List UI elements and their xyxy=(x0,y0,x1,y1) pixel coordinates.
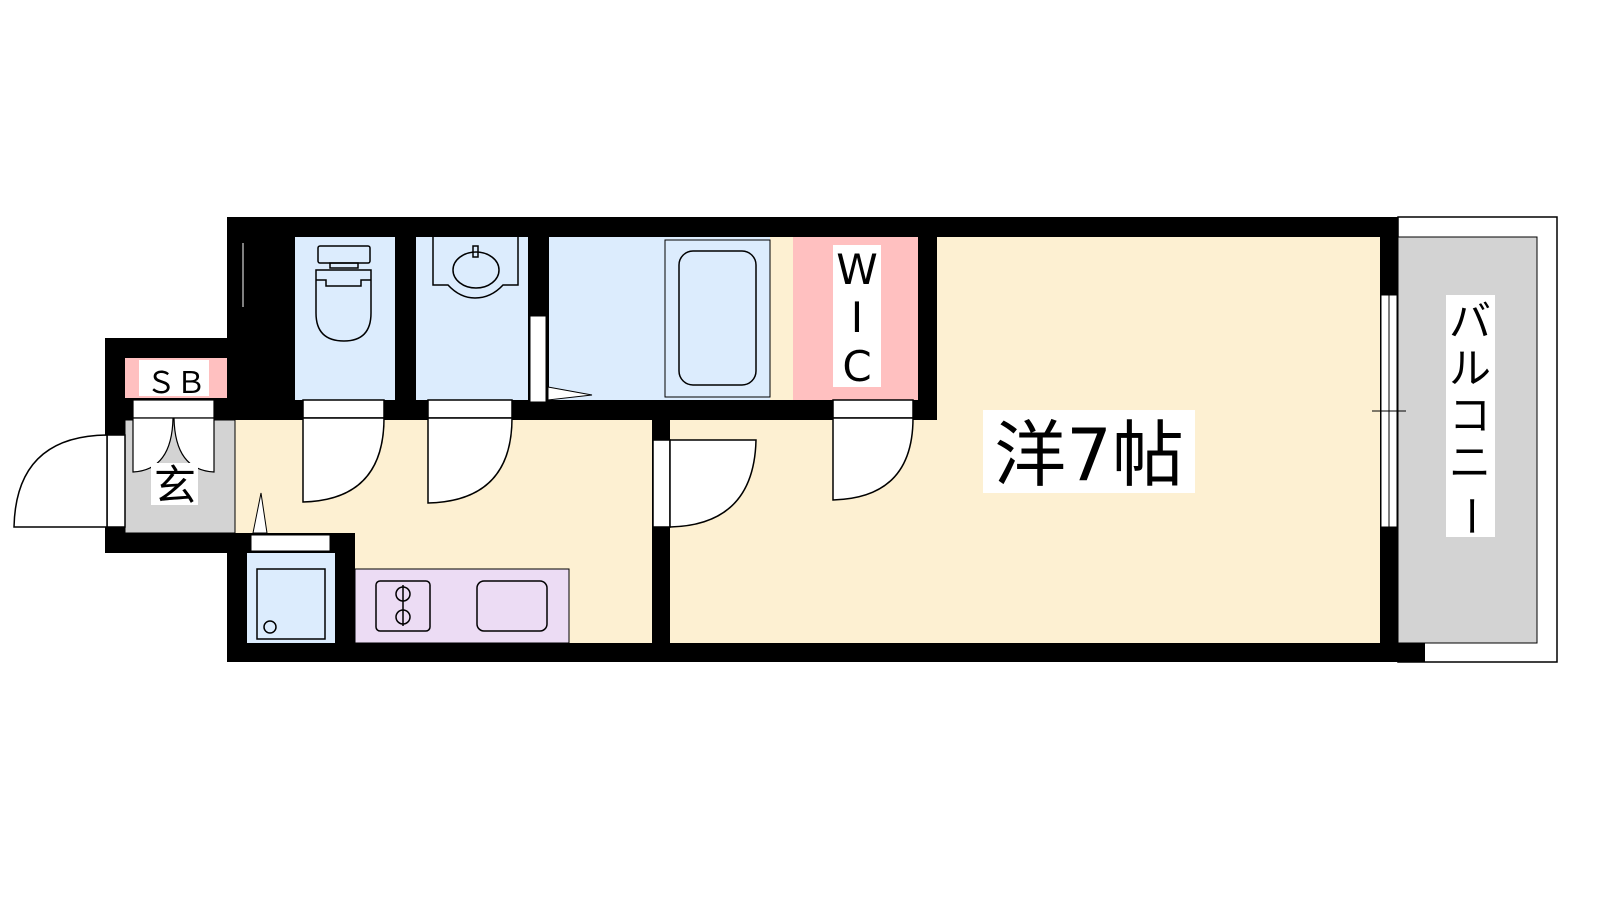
kitchen-counter xyxy=(354,568,570,644)
washing-machine-space xyxy=(247,553,335,643)
bathtub xyxy=(664,239,771,398)
balcony-label-3: コ xyxy=(1449,391,1491,440)
western-room-label: 洋7帖 xyxy=(994,413,1184,497)
washbasin-icon xyxy=(432,237,519,299)
entrance-label: 玄 xyxy=(154,461,196,510)
toilet-icon xyxy=(315,245,372,342)
bathtub-basin-icon xyxy=(678,250,757,386)
toilet-door[interactable] xyxy=(302,399,385,503)
toilet-room xyxy=(295,237,395,400)
wic-label-i: I xyxy=(851,293,863,342)
washing-machine-icon xyxy=(256,568,326,640)
sink-icon xyxy=(476,580,548,632)
utility-door[interactable] xyxy=(250,534,331,552)
shoe-box-doors[interactable] xyxy=(132,399,215,473)
balcony-window[interactable] xyxy=(1372,294,1406,528)
shoe-box-label: ＳＢ xyxy=(146,366,206,401)
balcony-label-1: バ xyxy=(1449,297,1491,346)
wic-door[interactable] xyxy=(832,399,914,501)
stove-icon xyxy=(375,580,431,632)
wic-label-c: C xyxy=(842,342,871,391)
room-door[interactable] xyxy=(652,439,757,528)
bottom-wall-extension xyxy=(1380,643,1425,662)
balcony-label-5: ー xyxy=(1446,495,1495,537)
balcony-label-2: ル xyxy=(1449,344,1491,393)
bathroom-door[interactable] xyxy=(529,315,547,403)
wic-label-w: W xyxy=(836,245,878,294)
washroom xyxy=(416,237,528,400)
entrance-door[interactable] xyxy=(13,434,126,528)
balcony-label-4: ニ xyxy=(1449,438,1491,487)
washroom-door[interactable] xyxy=(427,399,513,504)
